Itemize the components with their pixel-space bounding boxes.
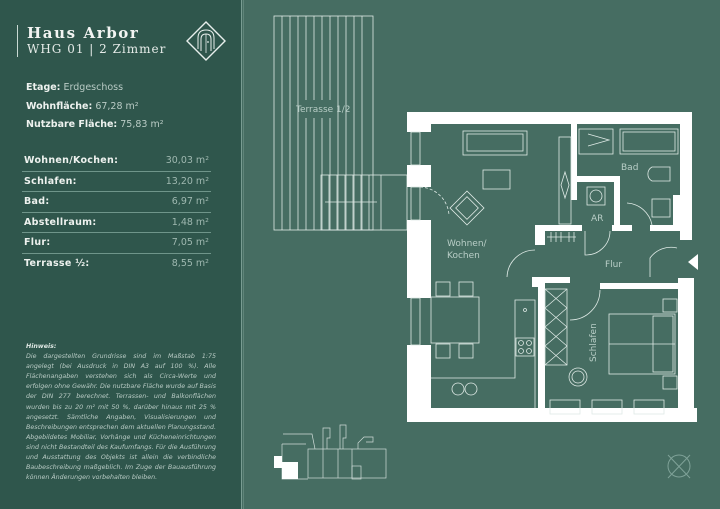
info-panel: Haus Arbor WHG 01 | 2 Zimmer Etage: Erdg…	[0, 0, 241, 509]
project-title: Haus Arbor	[27, 24, 140, 42]
table-row: Schlafen:13,20 m²	[22, 172, 211, 192]
table-row: Bad:6,97 m²	[22, 192, 211, 213]
window	[410, 131, 421, 166]
room-label-terrace: Terrasse 1/2	[295, 105, 351, 115]
house-door-diamond-icon	[186, 21, 226, 61]
room-label-hall: Flur	[605, 260, 622, 270]
door-terrace	[410, 186, 421, 221]
compass-icon	[667, 454, 691, 479]
fact-floor: Etage: Erdgeschoss	[26, 82, 124, 93]
title-accent-bar	[17, 25, 18, 57]
window	[410, 297, 421, 346]
table-row: Terrasse ½:8,55 m²	[24, 257, 209, 269]
site-plan-icon	[274, 424, 387, 480]
room-area-table: Wohnen/Kochen:30,03 m² Schlafen:13,20 m²…	[22, 151, 211, 273]
unit-facts: Etage: Erdgeschoss Wohnfläche: 67,28 m² …	[26, 79, 164, 135]
table-row: Abstellraum:1,48 m²	[22, 213, 211, 233]
panel-divider	[241, 0, 242, 509]
terrace-decking	[273, 15, 408, 231]
fact-living-area: Wohnfläche: 67,28 m²	[26, 100, 139, 112]
table-row: Flur:7,05 m²	[22, 233, 211, 254]
note-text: Die dargestellten Grundrisse sind im Maß…	[26, 353, 216, 482]
room-label-living: Wohnen/	[447, 239, 488, 249]
table-row: Wohnen/Kochen:30,03 m²	[22, 151, 211, 172]
unit-subtitle: WHG 01 | 2 Zimmer	[27, 42, 167, 56]
fact-usable-area: Nutzbare Fläche: 75,83 m²	[26, 119, 164, 130]
panel-divider-inner	[243, 0, 244, 509]
room-label-storage: AR	[591, 214, 603, 224]
entrance-arrow-icon	[688, 254, 698, 270]
disclaimer-note: Hinweis: Die dargestellten Grundrisse si…	[26, 342, 216, 483]
room-label-bedroom: Schlafen	[589, 323, 599, 362]
room-label-bath: Bad	[621, 163, 638, 173]
walls	[407, 112, 697, 422]
note-heading: Hinweis:	[26, 343, 57, 350]
room-label-kitchen: Kochen	[447, 251, 480, 261]
floor-plan: Terrasse 1/2	[273, 15, 698, 480]
